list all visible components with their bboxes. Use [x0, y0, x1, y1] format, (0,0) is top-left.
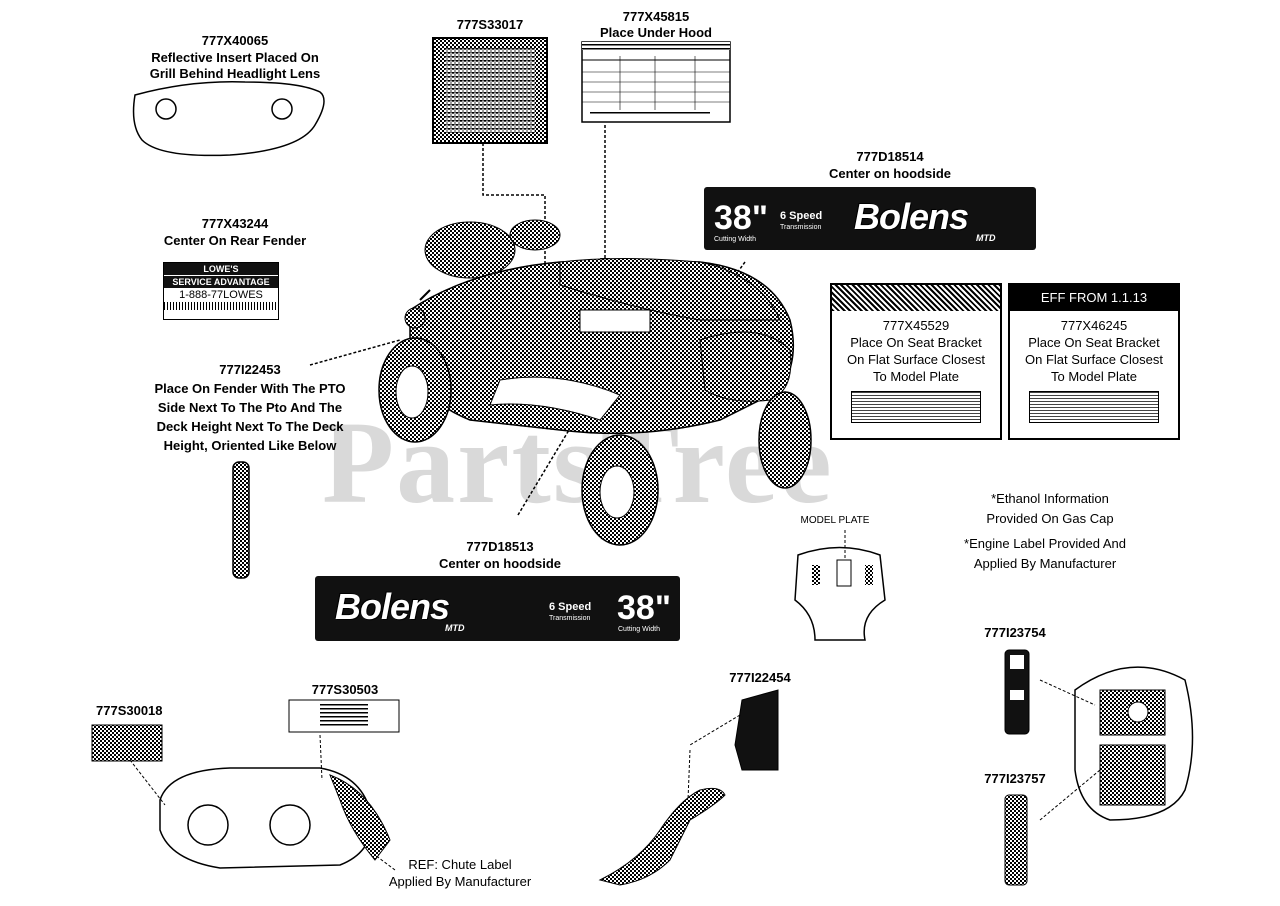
ethanol-note-1: *Ethanol Information — [991, 491, 1109, 506]
part-33017-number: 777S33017 — [456, 17, 524, 32]
part-18513-note: Center on hoodside — [438, 556, 562, 571]
part-22454-number: 777I22454 — [729, 670, 791, 685]
decal-18513-brand: Bolens — [335, 586, 450, 627]
decal-43244: LOWE'S SERVICE ADVANTAGE 1-888-77LOWES — [163, 262, 279, 320]
model-plate-label: MODEL PLATE — [800, 515, 870, 526]
lowes-decal-footer — [164, 302, 278, 310]
part-22453-note-3: Deck Height Next To The Deck — [156, 419, 344, 434]
part-30018-number: 777S30018 — [96, 703, 163, 718]
box-46245-note-2: On Flat Surface Closest — [1025, 352, 1163, 367]
box-46245-sticker — [1029, 391, 1159, 423]
part-23754-number: 777I23754 — [984, 625, 1046, 640]
part-18514-note: Center on hoodside — [828, 166, 952, 181]
decal-18513-speed-sub: Transmission — [549, 615, 591, 622]
part-22453-note-1: Place On Fender With The PTO — [154, 381, 346, 396]
part-45815-note: Place Under Hood — [600, 25, 712, 40]
decal-18514: 38" Cutting Width 6 Speed Transmission B… — [704, 187, 1036, 250]
decal-18514-size-sub: Cutting Width — [714, 236, 757, 243]
ethanol-note-2: Provided On Gas Cap — [986, 511, 1114, 526]
box-46245-number: 777X46245 — [1060, 318, 1128, 333]
box-45529-header — [832, 285, 1000, 311]
part-22453-note-4: Height, Oriented Like Below — [163, 438, 337, 453]
box-46245-note-3: To Model Plate — [1051, 369, 1137, 384]
mower-deck-illustration — [129, 734, 396, 871]
decal-18514-speed: 6 Speed — [780, 210, 823, 222]
leader-22454 — [689, 714, 741, 746]
lowes-decal-phone: 1-888-77LOWES — [179, 289, 263, 301]
leader-18513 — [517, 419, 576, 516]
chute-note-1: REF: Chute Label — [408, 857, 512, 872]
part-40065-note-2: Grill Behind Headlight Lens — [149, 66, 321, 81]
decal-18514-size: 38" — [714, 199, 768, 237]
box-45529-note-2: On Flat Surface Closest — [847, 352, 985, 367]
decal-18513-size-sub: Cutting Width — [618, 626, 661, 633]
fender-bracket-illustration — [598, 787, 726, 886]
lowes-decal-service: SERVICE ADVANTAGE — [164, 276, 278, 288]
decal-18514-speed-sub: Transmission — [780, 224, 822, 231]
part-30503-number: 777S30503 — [311, 682, 379, 697]
engine-note-2: Applied By Manufacturer — [973, 556, 1117, 571]
decal-18513-speed: 6 Speed — [549, 601, 592, 613]
part-45815-number: 777X45815 — [622, 9, 690, 24]
box-45529-note-1: Place On Seat Bracket — [850, 335, 982, 350]
part-40065-number: 777X40065 — [201, 33, 269, 48]
decal-18514-maker: MTD — [976, 233, 996, 243]
chute-note-2: Applied By Manufacturer — [388, 874, 532, 889]
box-46245-header: EFF FROM 1.1.13 — [1010, 285, 1178, 311]
part-22453-number: 777I22453 — [219, 362, 281, 377]
box-45529-note-3: To Model Plate — [873, 369, 959, 384]
decal-18513-maker: MTD — [445, 623, 465, 633]
tractor-illustration — [378, 219, 812, 546]
model-plate-bracket — [794, 530, 886, 641]
box-45529: 777X45529 Place On Seat Bracket On Flat … — [830, 283, 1002, 440]
label-23757-art — [1004, 794, 1028, 886]
part-23757-number: 777I23757 — [984, 771, 1046, 786]
strip-22453-art — [232, 461, 250, 579]
box-45529-sticker — [851, 391, 981, 423]
box-46245: EFF FROM 1.1.13 777X46245 Place On Seat … — [1008, 283, 1180, 440]
part-22453-note-2: Side Next To The Pto And The — [157, 400, 343, 415]
decal-18514-brand: Bolens — [854, 196, 969, 237]
decal-18513-size: 38" — [617, 589, 671, 627]
part-18514-number: 777D18514 — [856, 149, 924, 164]
insert-hole-right — [271, 98, 293, 120]
label-30018-art — [91, 724, 163, 762]
box-46245-note-1: Place On Seat Bracket — [1028, 335, 1160, 350]
part-43244-note: Center On Rear Fender — [163, 233, 307, 248]
lowes-decal-brand: LOWE'S — [164, 263, 278, 275]
label-22454-art — [734, 689, 779, 771]
part-18513-number: 777D18513 — [466, 539, 534, 554]
insert-hole-left — [155, 98, 177, 120]
decal-18513: Bolens MTD 6 Speed Transmission 38" Cutt… — [315, 576, 680, 641]
leader-22453 — [309, 339, 401, 366]
box-45529-number: 777X45529 — [882, 318, 950, 333]
part-43244-number: 777X43244 — [201, 216, 269, 231]
leader-33017 — [482, 143, 546, 265]
engine-note-1: *Engine Label Provided And — [964, 536, 1126, 551]
part-40065-note-1: Reflective Insert Placed On — [151, 50, 319, 65]
dash-pod-illustration — [1039, 666, 1194, 821]
